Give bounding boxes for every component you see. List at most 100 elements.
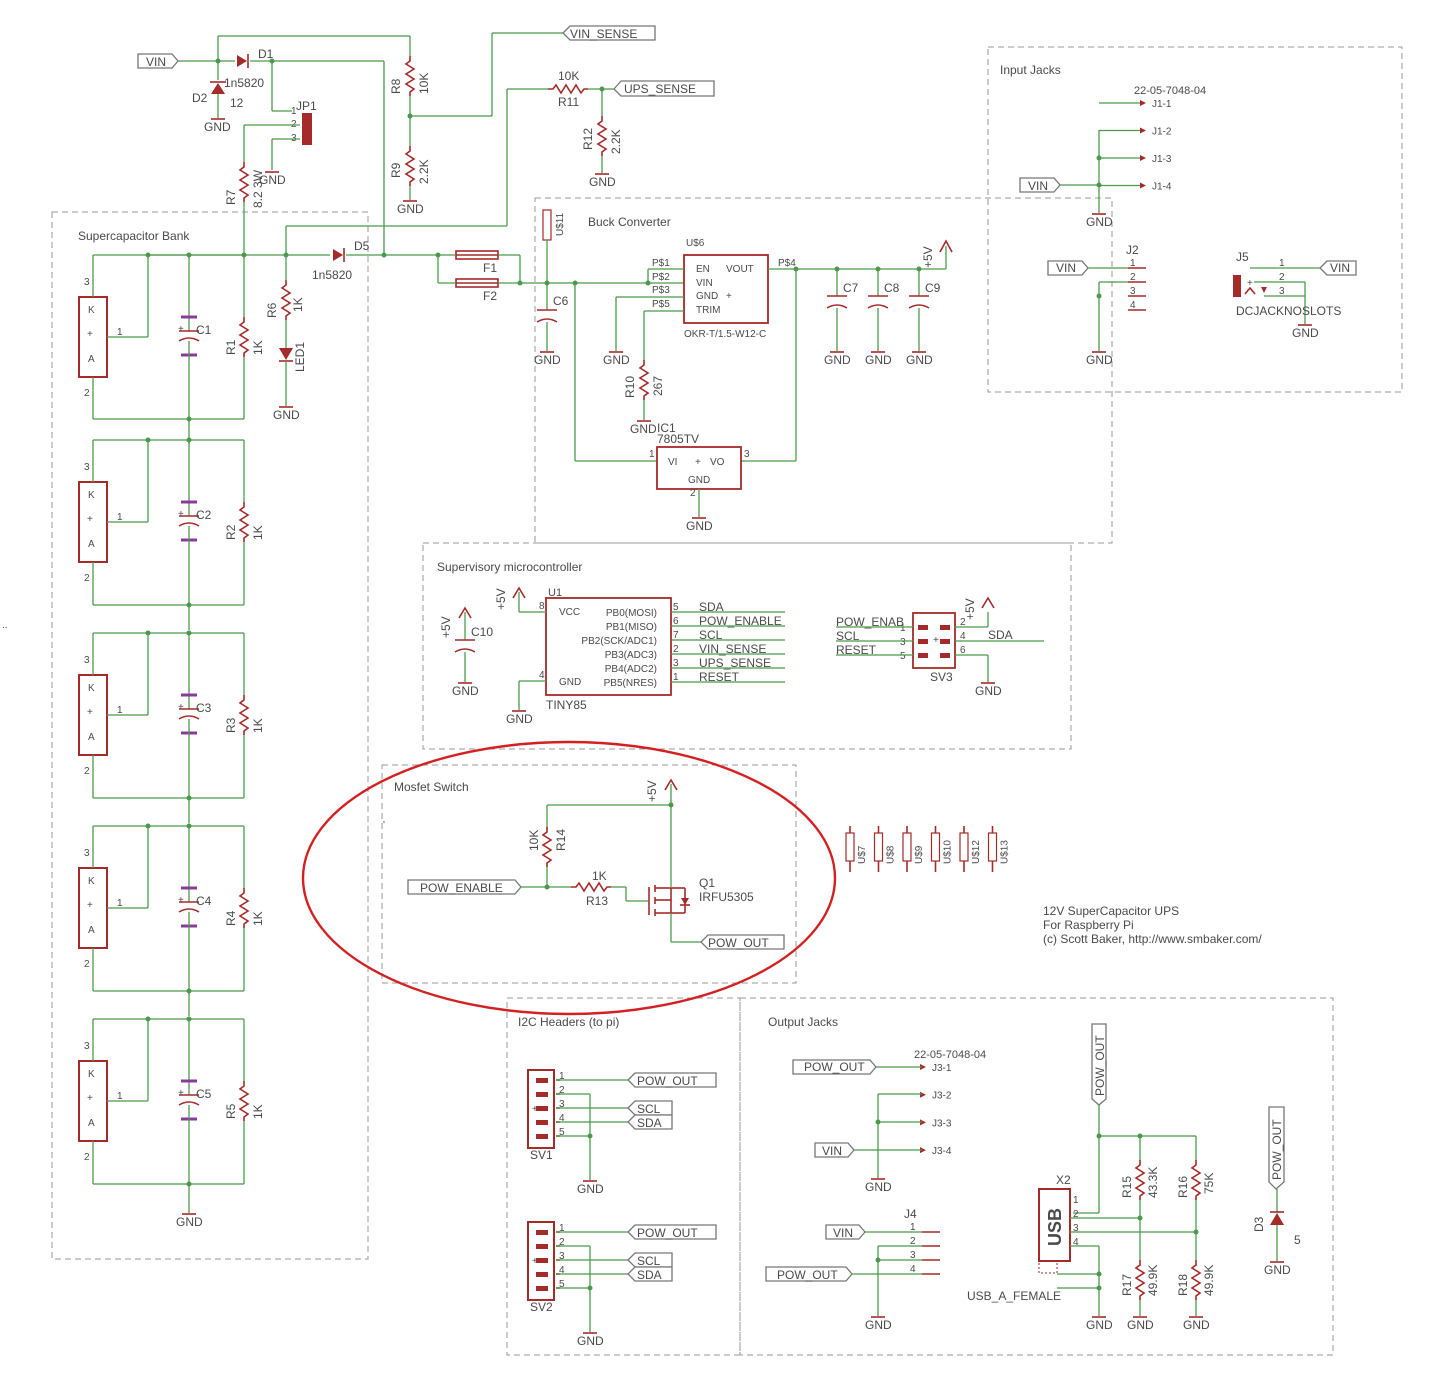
svg-text:POW_OUT: POW_OUT: [804, 1060, 865, 1074]
svg-text:267: 267: [651, 376, 665, 396]
res-label: R2: [224, 524, 238, 540]
svg-text:4: 4: [960, 631, 966, 642]
svg-text:U$9: U$9: [914, 845, 925, 864]
svg-text:22-05-7048-04: 22-05-7048-04: [1134, 85, 1206, 97]
frame-buck-converter: [534, 197, 1113, 544]
title-block: 12V SuperCapacitor UPS For Raspberry Pi …: [1043, 904, 1262, 946]
svg-text:PB3(ADC3): PB3(ADC3): [605, 650, 657, 661]
svg-text:R14: R14: [554, 829, 568, 851]
svg-text:J3-4: J3-4: [932, 1146, 952, 1157]
svg-text:1: 1: [117, 512, 123, 523]
svg-text:POW_OUT: POW_OUT: [1270, 1119, 1284, 1180]
led-indicator: R6 1K LED1 GND: [265, 255, 307, 422]
j5-jack-icon: [1233, 275, 1241, 297]
frame-output-jacks: [739, 997, 1334, 1356]
net-label: SDA: [699, 600, 724, 614]
d2-label: D2: [192, 91, 208, 105]
svg-text:A: A: [88, 354, 95, 365]
svg-text:6: 6: [960, 645, 966, 656]
svg-text:GND: GND: [559, 677, 581, 688]
vin-port: [137, 53, 179, 69]
gnd-label: GND: [204, 120, 231, 134]
svg-text:2: 2: [559, 1085, 565, 1096]
svg-text:J4: J4: [904, 1207, 917, 1221]
svg-text:4: 4: [1073, 1237, 1079, 1248]
svg-text:U$7: U$7: [857, 845, 868, 864]
svg-text:POW_OUT: POW_OUT: [1093, 1035, 1107, 1096]
svg-text:U1: U1: [548, 587, 562, 599]
svg-text:GND: GND: [1183, 1318, 1210, 1332]
svg-text:P$4: P$4: [778, 258, 796, 269]
svg-text:GND: GND: [176, 1215, 203, 1229]
svg-text:K: K: [88, 490, 95, 501]
svg-text:3: 3: [84, 1041, 90, 1052]
svg-text:3: 3: [1279, 286, 1285, 297]
svg-text:TINY85: TINY85: [546, 698, 587, 712]
svg-text:U$6: U$6: [686, 238, 705, 249]
svg-text:VOUT: VOUT: [726, 264, 754, 275]
svg-text:R15: R15: [1120, 1176, 1134, 1198]
section-title-buck: Buck Converter: [588, 215, 671, 229]
svg-text:1n5820: 1n5820: [312, 268, 352, 282]
svg-text:2: 2: [84, 573, 90, 584]
buck-converter: U$11 C6 GND U$6 OKR-T/1.5-W12-C EN VIN G…: [534, 209, 953, 533]
svg-text:R17: R17: [1120, 1274, 1134, 1296]
svg-text:For Raspberry Pi: For Raspberry Pi: [1043, 918, 1134, 932]
svg-text:3: 3: [84, 655, 90, 666]
svg-text:': ': [383, 820, 385, 831]
svg-text:3: 3: [84, 848, 90, 859]
frame-mosfet-switch: [381, 764, 797, 984]
net-label: RESET: [699, 670, 740, 684]
d1-value: 1n5820: [224, 76, 264, 90]
svg-text:U$8: U$8: [886, 845, 897, 864]
svg-text:3: 3: [84, 277, 90, 288]
svg-text:A: A: [88, 925, 95, 936]
svg-text:A: A: [88, 732, 95, 743]
svg-text:R16: R16: [1176, 1176, 1190, 1198]
svg-text:3: 3: [559, 1251, 565, 1262]
res-label: R1: [224, 339, 238, 355]
svg-text:K: K: [88, 1069, 95, 1080]
svg-text:+: +: [178, 324, 184, 335]
output-jacks: 22-05-7048-04 J3-1J3-2J3-3J3-4 POW_OUT V…: [765, 1023, 1301, 1332]
svg-text:2: 2: [1130, 272, 1136, 283]
svg-text:SDA: SDA: [637, 1116, 662, 1130]
svg-text:POW_OUT: POW_OUT: [708, 936, 769, 950]
svg-text:GND: GND: [506, 712, 533, 726]
svg-text:C6: C6: [553, 294, 569, 308]
svg-text:GND: GND: [259, 173, 286, 187]
svg-text:POW_OUT: POW_OUT: [777, 1268, 838, 1282]
svg-text:1: 1: [1279, 258, 1285, 269]
svg-text:U$10: U$10: [943, 840, 954, 864]
svg-text:+5V: +5V: [921, 246, 935, 268]
u1-tiny85: [545, 597, 672, 696]
pow-out-port: [700, 934, 785, 950]
svg-text:2: 2: [559, 1237, 565, 1248]
svg-text:+: +: [933, 635, 939, 646]
svg-text:GND: GND: [906, 353, 933, 367]
svg-text:USB: USB: [1045, 1208, 1065, 1246]
svg-text:VIN: VIN: [822, 1144, 842, 1158]
svg-text:2: 2: [910, 1236, 916, 1247]
svg-text:J1-2: J1-2: [1152, 127, 1172, 138]
svg-text:2: 2: [84, 959, 90, 970]
svg-text:POW_ENAB: POW_ENAB: [836, 615, 904, 629]
svg-text:R11: R11: [558, 95, 579, 109]
svg-text:3: 3: [673, 658, 679, 669]
svg-text:8: 8: [539, 601, 545, 612]
svg-text:J3-2: J3-2: [932, 1091, 952, 1102]
svg-text:GND: GND: [1127, 1318, 1154, 1332]
svg-text:2: 2: [1073, 1209, 1079, 1220]
svg-text:7: 7: [673, 630, 679, 641]
svg-text:1: 1: [559, 1071, 565, 1082]
svg-text:+: +: [178, 895, 184, 906]
svg-text:SDA: SDA: [637, 1268, 662, 1282]
svg-text:SCL: SCL: [637, 1254, 661, 1268]
svg-text:D3: D3: [1252, 1216, 1266, 1232]
svg-text:U$12: U$12: [971, 840, 982, 864]
cap-label: C2: [196, 508, 212, 522]
